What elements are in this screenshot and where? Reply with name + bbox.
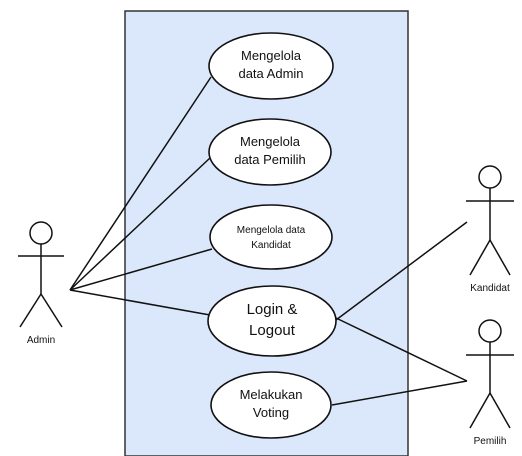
actor-pemilih-head	[478, 319, 502, 343]
actor-admin-head	[29, 221, 53, 245]
actor-admin: Admin	[18, 221, 64, 346]
actor-kandidat: Kandidat	[466, 165, 514, 294]
use-case-kelola-admin: Mengelola data Admin	[208, 32, 334, 100]
use-case-kelola-pemilih-line2: data Pemilih	[234, 152, 306, 167]
association-admin-kelola-pemilih	[69, 156, 212, 291]
actor-pemilih: Pemilih	[466, 319, 514, 447]
actor-pemilih-label: Pemilih	[474, 436, 507, 447]
use-case-kelola-kandidat: Mengelola data Kandidat	[209, 204, 333, 270]
actor-admin-label: Admin	[27, 335, 55, 346]
use-case-kelola-admin-line1: Mengelola	[241, 48, 302, 63]
use-case-login-logout-line1: Login &	[247, 301, 298, 318]
use-case-voting-line2: Voting	[253, 405, 289, 420]
use-case-kelola-pemilih-line1: Mengelola	[240, 134, 301, 149]
use-case-voting-line1: Melakukan	[240, 387, 303, 402]
association-pemilih-voting	[331, 380, 468, 406]
use-case-voting: Melakukan Voting	[210, 371, 332, 439]
use-case-login-logout-line2: Logout	[249, 322, 296, 339]
association-admin-login-logout	[69, 289, 211, 316]
association-pemilih-login-logout	[335, 317, 468, 382]
association-kandidat-login-logout	[335, 221, 468, 321]
use-case-kelola-kandidat-line2: Kandidat	[251, 240, 291, 251]
use-case-login-logout: Login & Logout	[207, 285, 337, 357]
use-case-kelola-admin-line2: data Admin	[238, 66, 303, 81]
association-admin-kelola-admin	[69, 76, 212, 291]
use-case-kelola-kandidat-line1: Mengelola data	[237, 225, 306, 236]
use-case-kelola-pemilih: Mengelola data Pemilih	[208, 118, 332, 186]
association-admin-kelola-kandidat	[69, 248, 213, 291]
actor-kandidat-label: Kandidat	[470, 283, 510, 294]
actor-kandidat-head	[478, 165, 502, 189]
